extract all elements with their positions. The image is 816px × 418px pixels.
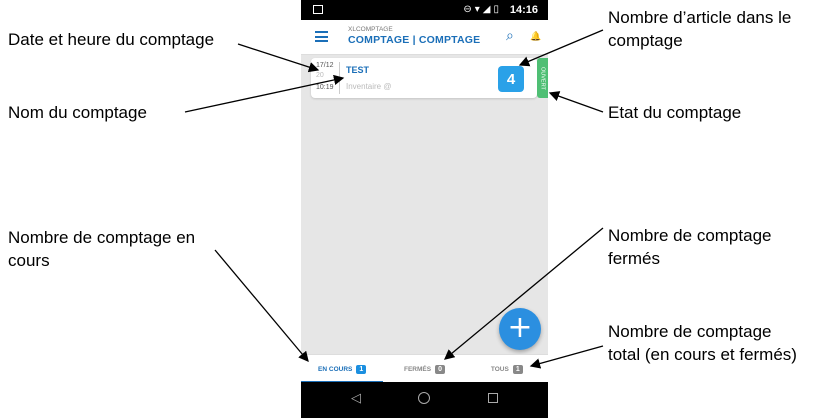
phone-screen: ⊖▾◢▯ 14:16 XLCOMPTAGE COMPTAGE | COMPTAG… <box>301 0 548 418</box>
status-bar: ⊖▾◢▯ 14:16 <box>301 0 548 20</box>
recent-apps-icon[interactable] <box>488 393 498 403</box>
tab-label: TOUS <box>490 365 509 373</box>
annotation-line: fermés <box>608 249 660 268</box>
app-subtitle: XLCOMPTAGE <box>348 26 393 33</box>
annotation-line: Nombre de comptage <box>608 226 772 245</box>
tab-count: 1 <box>512 364 523 374</box>
image-notification-icon <box>313 5 323 14</box>
tab-in-progress[interactable]: EN COURS 1 <box>301 355 384 383</box>
card-divider <box>339 62 340 94</box>
annotation-line: Nombre d’article dans le <box>608 8 792 27</box>
annotation-date-time: Date et heure du comptage <box>8 30 215 49</box>
home-icon[interactable] <box>418 392 430 404</box>
annotation-total-count: Nombre de comptage total (en cours et fe… <box>608 320 797 366</box>
annotation-line: total (en cours et fermés) <box>608 345 797 364</box>
annotation-line: Nombre de comptage <box>608 322 772 341</box>
count-year: 20 <box>316 72 324 79</box>
search-icon[interactable]: ⌕ <box>506 28 514 44</box>
tab-label: FERMÉS <box>403 365 432 373</box>
count-date: 17/12 <box>316 62 334 69</box>
arrow-in-progress <box>214 249 309 362</box>
annotation-in-progress-count: Nombre de comptage en cours <box>8 226 195 272</box>
app-bar: XLCOMPTAGE COMPTAGE | COMPTAGE ⌕ 🔔 <box>301 20 548 55</box>
back-icon[interactable]: ◁ <box>351 391 361 406</box>
tab-bar: EN COURS 1 FERMÉS 0 TOUS 1 <box>301 354 548 383</box>
annotation-closed-count: Nombre de comptage fermés <box>608 224 771 270</box>
tab-closed[interactable]: FERMÉS 0 <box>383 355 465 383</box>
add-count-button[interactable]: + <box>499 308 541 350</box>
arrow-state <box>548 91 604 113</box>
status-time: 14:16 <box>509 4 538 16</box>
tab-label: EN COURS <box>318 365 353 373</box>
count-name: TEST <box>346 65 370 75</box>
android-nav-bar: ◁ <box>301 382 548 418</box>
annotation-line: cours <box>8 251 50 270</box>
count-card[interactable]: 17/12 20 10:19 TEST Inventaire @ 4 <box>311 58 537 98</box>
count-subtitle: Inventaire @ <box>346 82 392 91</box>
article-count-badge: 4 <box>498 66 524 92</box>
annotation-line: Nombre de comptage en <box>8 228 196 247</box>
tab-all[interactable]: TOUS 1 <box>466 355 548 383</box>
count-time: 10:19 <box>316 84 334 91</box>
annotation-line: comptage <box>608 31 683 50</box>
tab-count: 1 <box>356 364 367 374</box>
annotation-name: Nom du comptage <box>8 103 147 122</box>
bell-icon[interactable]: 🔔 <box>530 32 542 42</box>
annotation-article-count: Nombre d’article dans le comptage <box>608 6 791 52</box>
annotation-state: Etat du comptage <box>608 103 742 122</box>
page-title: COMPTAGE | COMPTAGE <box>348 34 481 46</box>
menu-icon[interactable] <box>315 31 328 42</box>
status-icons: ⊖▾◢▯ <box>463 4 502 15</box>
tab-count: 0 <box>435 364 445 374</box>
state-badge: OUVERT <box>537 58 548 98</box>
